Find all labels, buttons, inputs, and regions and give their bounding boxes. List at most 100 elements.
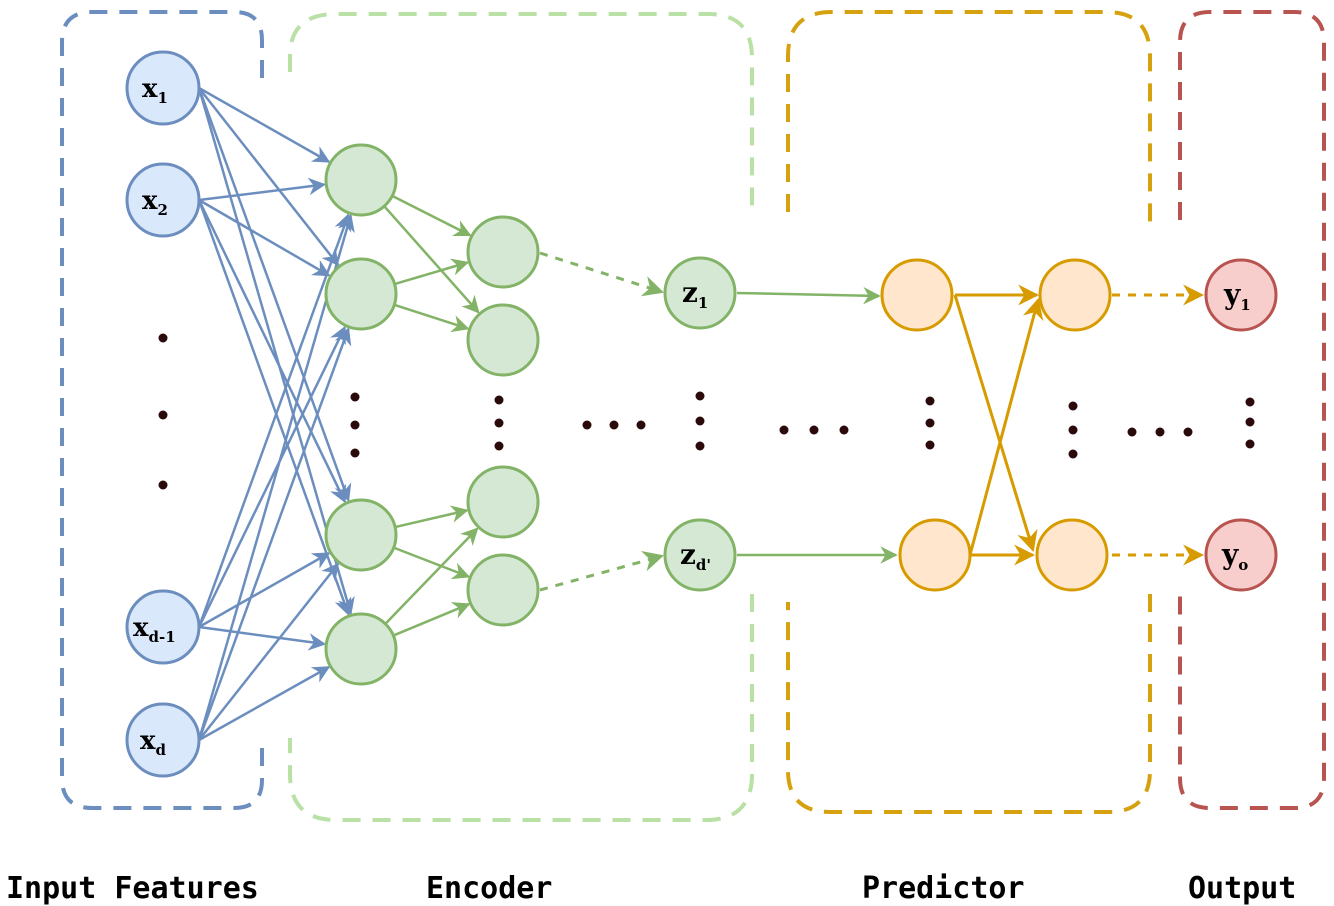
dot bbox=[582, 420, 592, 430]
latent-predictor-edges bbox=[736, 286, 898, 564]
edge-input-3-enc-3 bbox=[198, 666, 331, 742]
dot bbox=[350, 420, 360, 430]
latent-label-z1: z1 bbox=[682, 276, 708, 312]
input-features-label: Input Features bbox=[6, 871, 259, 906]
dot bbox=[158, 410, 168, 420]
encoder-node-l2-3 bbox=[466, 465, 540, 539]
edge-enc-z1 bbox=[539, 251, 665, 297]
encoder-latent-edges bbox=[539, 251, 665, 592]
edge-input-0-enc-0 bbox=[198, 86, 331, 163]
dot bbox=[695, 391, 705, 401]
dot bbox=[925, 440, 935, 450]
dot bbox=[158, 333, 168, 343]
dot bbox=[494, 395, 504, 405]
edge-input-1-enc-2 bbox=[197, 199, 347, 504]
dot bbox=[925, 396, 935, 406]
dot bbox=[1127, 427, 1137, 437]
dot bbox=[809, 425, 819, 435]
input-label-xd: xd bbox=[140, 726, 167, 759]
input-node-xd bbox=[125, 702, 201, 778]
dot bbox=[1245, 397, 1255, 407]
dot bbox=[350, 392, 360, 402]
edge-input-0-enc-2 bbox=[197, 87, 352, 502]
input-label-x1: x1 bbox=[142, 74, 168, 107]
encoder-internal-edges bbox=[383, 194, 480, 637]
encoder-nodes bbox=[324, 143, 737, 686]
edge-encoder-1 bbox=[383, 205, 480, 314]
predictor-node-2 bbox=[898, 518, 972, 592]
edge-input-2-enc-1 bbox=[197, 325, 346, 628]
edge-encoder-2 bbox=[394, 258, 470, 286]
predictor-nodes bbox=[880, 258, 1112, 592]
edge-encoder-7 bbox=[392, 602, 471, 637]
latent-node-z1 bbox=[663, 256, 737, 330]
edge-z1-pred bbox=[736, 286, 881, 305]
encoder-node-l2-1 bbox=[466, 215, 540, 289]
predictor-box bbox=[786, 10, 1152, 814]
dot bbox=[925, 418, 935, 428]
dot bbox=[158, 480, 168, 490]
edge-encoder-0 bbox=[391, 194, 472, 237]
dot bbox=[494, 441, 504, 451]
edge-input-3-enc-0 bbox=[197, 213, 355, 741]
encoder-node-l2-2 bbox=[466, 303, 540, 377]
dot bbox=[1245, 417, 1255, 427]
latent-node-zd bbox=[663, 518, 737, 592]
latent-label-zd: zd' bbox=[680, 538, 711, 574]
dot bbox=[609, 420, 619, 430]
output-label-y1: y1 bbox=[1223, 278, 1251, 314]
output-box bbox=[1178, 10, 1326, 810]
output-labels: y1 yo bbox=[1221, 278, 1251, 574]
output-label-yo: yo bbox=[1221, 538, 1248, 574]
encoder-node-l2-4 bbox=[466, 553, 540, 627]
edge-input-1-enc-0 bbox=[198, 177, 327, 202]
output-label: Output bbox=[1188, 871, 1296, 906]
input-label-x2: x2 bbox=[142, 186, 168, 219]
edge-input-0-enc-1 bbox=[198, 87, 340, 267]
edge-encoder-5 bbox=[393, 546, 471, 580]
dot bbox=[1068, 425, 1078, 435]
edge-encoder-3 bbox=[393, 303, 470, 333]
predictor-output-edges bbox=[1112, 284, 1205, 566]
ellipsis-dots bbox=[158, 333, 1255, 490]
output-node-y1 bbox=[1204, 258, 1278, 332]
edge-p1-p4 bbox=[953, 294, 1038, 553]
input-features-box bbox=[60, 10, 264, 810]
predictor-node-3 bbox=[1038, 258, 1112, 332]
input-nodes bbox=[125, 50, 201, 778]
dot bbox=[1183, 427, 1193, 437]
edge-enc-zd bbox=[539, 550, 665, 592]
predictor-label: Predictor bbox=[862, 871, 1025, 906]
edge-input-3-enc-2 bbox=[198, 562, 340, 741]
dot bbox=[1155, 427, 1165, 437]
dot bbox=[695, 441, 705, 451]
edge-input-1-enc-1 bbox=[198, 198, 331, 277]
encoder-node-l1-2 bbox=[324, 257, 398, 331]
predictor-internal-edges bbox=[953, 284, 1044, 566]
dot bbox=[1068, 449, 1078, 459]
edge-input-2-enc-0 bbox=[197, 213, 352, 628]
encoder-box bbox=[288, 12, 754, 822]
edge-input-0-enc-3 bbox=[197, 87, 355, 616]
predictor-node-1 bbox=[880, 258, 954, 332]
encoder-label: Encoder bbox=[426, 871, 552, 906]
output-nodes bbox=[1204, 258, 1278, 592]
input-labels: x1 x2 xd-1 xd bbox=[133, 74, 176, 759]
input-encoder-edges bbox=[197, 86, 355, 742]
dot bbox=[1245, 439, 1255, 449]
input-node-x2 bbox=[125, 162, 201, 238]
input-node-x1 bbox=[125, 50, 201, 126]
input-node-xd-1 bbox=[125, 589, 201, 665]
output-node-yo bbox=[1204, 518, 1278, 592]
edge-encoder-6 bbox=[384, 527, 479, 625]
edge-encoder-4 bbox=[394, 505, 469, 529]
input-label-xd-1: xd-1 bbox=[133, 613, 176, 646]
encoder-node-l1-4 bbox=[324, 612, 398, 686]
dot bbox=[636, 420, 646, 430]
encoder-node-l1-3 bbox=[324, 498, 398, 572]
latent-labels: z1 zd' bbox=[680, 276, 711, 574]
dot bbox=[839, 425, 849, 435]
predictor-node-4 bbox=[1035, 518, 1109, 592]
dot bbox=[1068, 401, 1078, 411]
